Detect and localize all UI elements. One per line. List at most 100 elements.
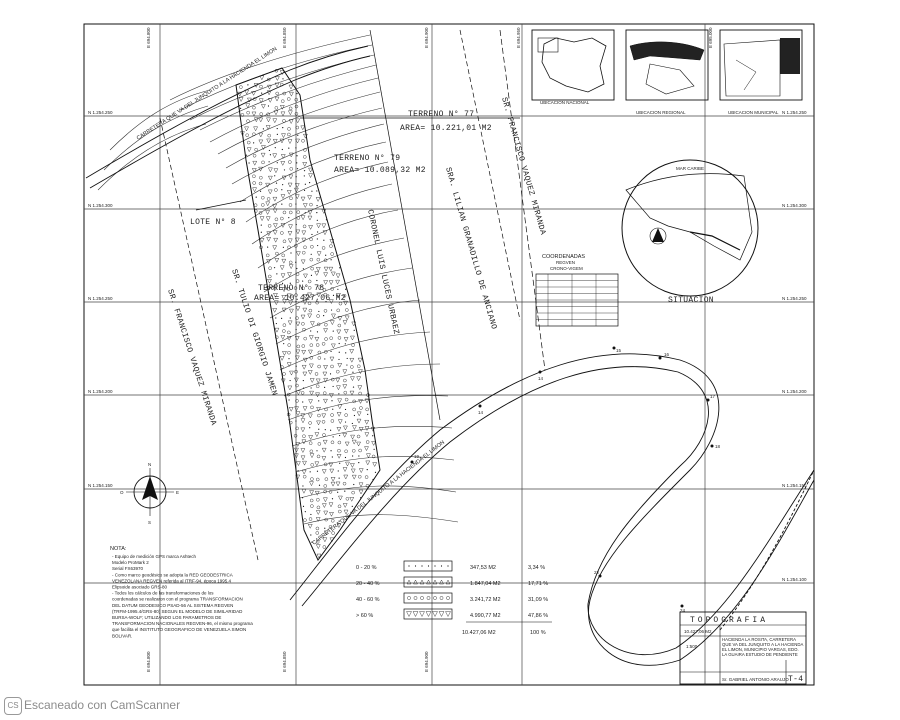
svg-text:16: 16 — [664, 352, 670, 357]
grid-label-e3: E 694.900 — [424, 27, 429, 48]
terreno-main-area: AREA= 10.427,06 M2 — [254, 294, 346, 303]
title-block: TOPOGRAFIA 10.427,06 M2 1:500 T-4 Sr. GA… — [679, 611, 807, 685]
slope-range: 40 - 60 % — [356, 597, 380, 603]
note-line: - Todos los cálculos de las transformaci… — [112, 591, 214, 596]
note-line: que facilita el INSTITUTO GEOGRAFICO DE … — [112, 627, 246, 632]
slope-area: 347,53 M2 — [470, 565, 496, 571]
slope-total-area: 10.427,06 M2 — [462, 630, 496, 636]
title-block-scale: 1:500 — [686, 644, 698, 649]
title-block-title: TOPOGRAFIA — [690, 616, 768, 625]
slope-swatch — [403, 608, 453, 620]
note-line: Elipsoide asociado GRS-80 — [112, 585, 168, 590]
notes-heading: NOTA: — [110, 546, 127, 552]
grid-label-rn6: N 1.254.100 — [782, 577, 807, 582]
slope-swatch — [403, 592, 453, 604]
svg-text:19: 19 — [414, 454, 420, 459]
slope-area: 4.990,77 M2 — [470, 613, 501, 619]
slope-pct: 47,86 % — [528, 613, 548, 619]
neighbour-boundaries — [159, 29, 546, 561]
coordinates-system: CRONO-VIGEM — [550, 266, 583, 271]
terreno-79-area: AREA= 10.089,32 M2 — [334, 166, 426, 175]
slope-pct: 17,71 % — [528, 581, 548, 587]
grid-label-rn5: N 1.254.150 — [782, 483, 807, 488]
drawing-frame — [83, 23, 815, 686]
note-line: - Equipo de medición GPS marca Ashtech — [112, 554, 197, 559]
note-line: BOLIVAR. — [112, 633, 132, 638]
notes-block: NOTA: - Equipo de medición GPS marca Ash… — [110, 546, 253, 638]
svg-text:14: 14 — [478, 410, 484, 415]
slope-swatch — [403, 576, 453, 588]
grid-label-e4: E 694.950 — [516, 27, 521, 48]
note-line: - Como marco geodésico se adopta la RED … — [112, 572, 233, 577]
inset-national-label: UBICACION NACIONAL — [540, 100, 590, 105]
svg-text:14: 14 — [538, 376, 544, 381]
road-stations: 15 16 17 18 14 14 19 22 24 — [410, 346, 721, 613]
north-grid-labels-left: N 1.254.250 N 1.254.300 N 1.254.250 N 1.… — [88, 110, 113, 488]
mar-caribe-label: MAR CARIBE — [676, 166, 704, 171]
slope-pct: 3,34 % — [528, 565, 545, 571]
slope-pct: 31,09 % — [528, 597, 548, 603]
terreno-79-label: TERRENO N° 79 — [334, 154, 400, 163]
slope-pattern — [237, 69, 377, 559]
inset-regional-map: UBICACION REGIONAL — [625, 29, 709, 115]
grid-label-e2: E 694.850 — [282, 27, 287, 48]
grid-label-n5: N 1.254.150 — [88, 483, 113, 488]
grid-label-n2: N 1.254.300 — [88, 203, 113, 208]
slope-legend: 0 - 20 % 347,53 M2 3,34 % 20 - 40 % 1.847,04… — [356, 560, 552, 636]
coordinates-table: COORDENADAS REGVEN CRONO-VIGEM — [535, 254, 619, 327]
svg-text:17: 17 — [710, 394, 716, 399]
inset-regional-label: UBICACION REGIONAL — [636, 110, 686, 115]
note-line: Serial FX63970 — [112, 566, 144, 571]
grid-label-rn4: N 1.254.200 — [782, 389, 807, 394]
terreno-77-label: TERRENO N° 77 — [408, 110, 474, 119]
north-arrow: N S E O — [120, 462, 179, 525]
slope-range: 20 - 40 % — [356, 581, 380, 587]
grid-label-n4: N 1.254.200 — [88, 389, 113, 394]
note-line: DEL DATUM GEODESICO PSAD-56 AL SISTEMA R… — [112, 603, 233, 608]
inset-municipal-map: UBICACION MUNICIPAL — [719, 29, 803, 115]
note-line: coordenadas se realizaron con el program… — [112, 597, 243, 602]
situacion-label: SITUACION — [668, 296, 714, 305]
compass-w: O — [120, 490, 124, 495]
grid-label-n1: N 1.254.250 — [88, 110, 113, 115]
note-line: (TRFM-1995.4/GRS-80) SEGUN EL MODELO DE … — [112, 609, 243, 614]
camscanner-watermark: Escaneado con CamScanner — [24, 698, 181, 712]
svg-text:22: 22 — [594, 570, 600, 575]
grid-label-rn1: N 1.254.250 — [782, 110, 807, 115]
slope-total-pct: 100 % — [530, 630, 546, 636]
camscanner-logo: CS — [4, 697, 22, 715]
scanner-footer: CS Escaneado con CamScanner — [0, 693, 900, 720]
svg-text:24: 24 — [680, 608, 686, 613]
grid-label-rn3: N 1.254.250 — [782, 296, 807, 301]
grid-label-e7: E 694.850 — [282, 651, 287, 672]
note-line: VENEZOLANA REGVEN referida al ITRF-94, é… — [112, 578, 232, 583]
grid-label-e8: E 694.900 — [424, 651, 429, 672]
compass-e: E — [176, 490, 179, 495]
inset-municipal-label: UBICACION MUNICIPAL — [728, 110, 779, 115]
slope-area: 3.241,72 M2 — [470, 597, 501, 603]
road-top — [85, 45, 371, 189]
grid-label-e6: E 694.800 — [146, 651, 151, 672]
title-block-project: HACIENDA LA ROSITA, CARRETERA QUE VA DEL… — [722, 637, 804, 657]
terreno-main-label: TERRENO N° 78 — [258, 284, 324, 293]
east-grid-labels: E 694.800 E 694.850 E 694.900 E 694.950 … — [146, 27, 713, 672]
coordinates-subtitle: REGVEN — [556, 260, 575, 265]
north-grid-labels-right: N 1.254.250 N 1.254.300 N 1.254.250 N 1.… — [782, 110, 807, 582]
coordinates-title: COORDENADAS — [542, 254, 585, 260]
terreno-77-area: AREA= 10.221,01 M2 — [400, 124, 492, 133]
svg-text:18: 18 — [715, 444, 721, 449]
title-block-sheet: T-4 — [788, 675, 803, 684]
note-line: Modelo ProMark 2 — [112, 560, 149, 565]
grid-label-n3: N 1.254.250 — [88, 296, 113, 301]
title-block-surveyor: Sr. GABRIEL ANTONIO ARAUJO — [722, 677, 789, 682]
lote-label: LOTE N° 8 — [190, 218, 236, 227]
slope-area: 1.847,04 M2 — [470, 581, 501, 587]
note-line: BURSA-WOLF; UTILIZANDO LOS PARAMETROS DE — [112, 615, 221, 620]
slope-range: 0 - 20 % — [356, 565, 377, 571]
grid-label-rn2: N 1.254.300 — [782, 203, 807, 208]
grid-label-e5: E 695.000 — [708, 27, 713, 48]
grid-label-e1: E 694.800 — [146, 27, 151, 48]
svg-text:15: 15 — [616, 348, 622, 353]
title-block-area: 10.427,06 M2 — [684, 629, 712, 634]
